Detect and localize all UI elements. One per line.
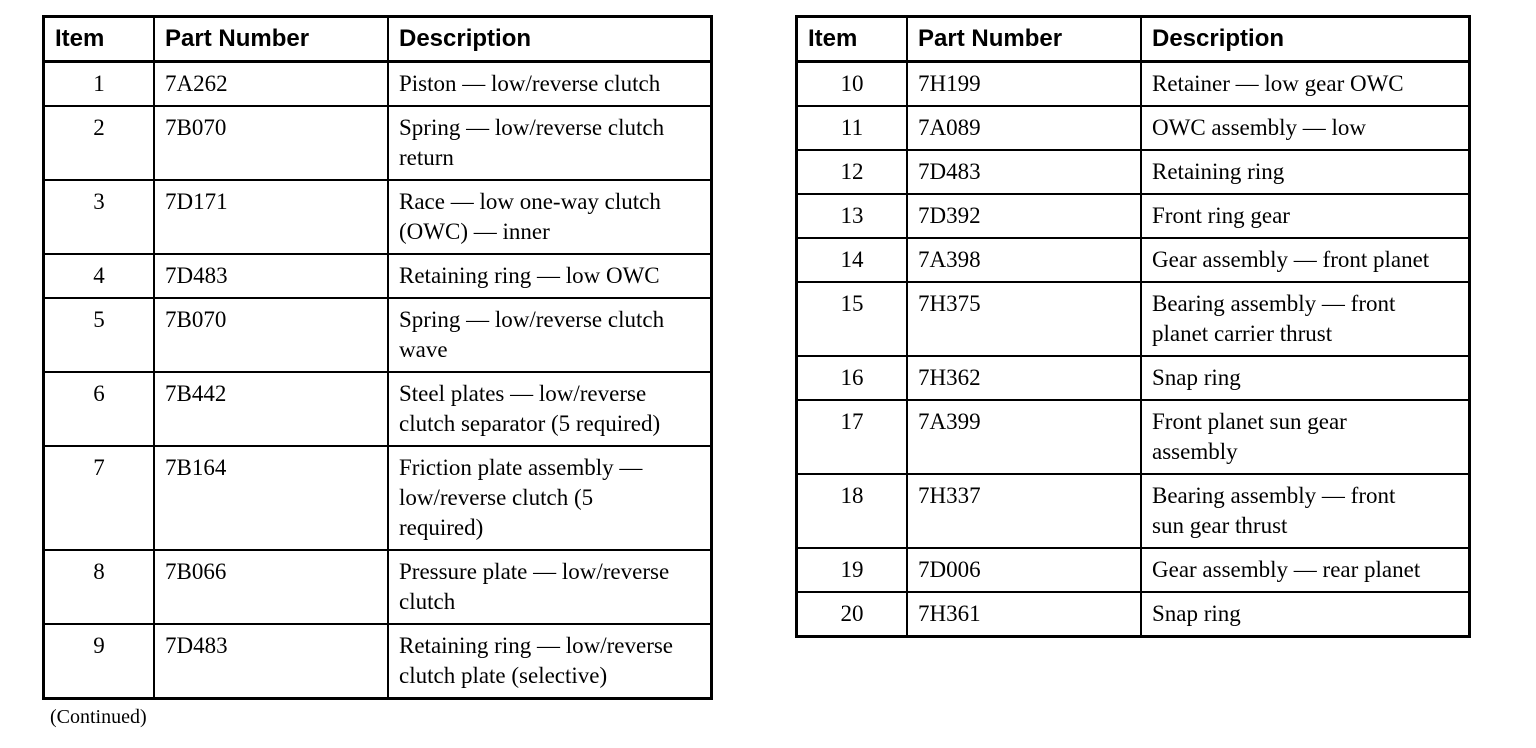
- parts-table-right-header: Item Part Number Description: [795, 15, 1471, 63]
- item-cell: 14: [795, 237, 908, 283]
- part-number-cell: 7H199: [906, 60, 1142, 107]
- parts-table-left-header: Item Part Number Description: [42, 15, 713, 63]
- part-number-cell: 7A398: [906, 237, 1142, 283]
- description-cell: Snap ring: [1140, 591, 1471, 638]
- description-cell: Retainer — low gear OWC: [1140, 60, 1471, 107]
- item-cell: 18: [795, 473, 908, 549]
- column-header-description: Description: [1140, 15, 1471, 63]
- description-cell: Gear assembly — rear planet: [1140, 547, 1471, 593]
- part-number-cell: 7D483: [153, 623, 389, 700]
- item-cell: 12: [795, 149, 908, 195]
- item-cell: 2: [42, 105, 155, 181]
- description-cell: Pressure plate — low/reverse clutch: [387, 549, 713, 625]
- item-cell: 11: [795, 105, 908, 151]
- item-cell: 17: [795, 399, 908, 475]
- description-cell: Spring — low/reverse clutch wave: [387, 297, 713, 373]
- header-row: Item Part Number Description: [42, 15, 713, 63]
- continued-note: (Continued): [50, 706, 147, 728]
- item-cell: 16: [795, 355, 908, 401]
- part-number-cell: 7D483: [153, 253, 389, 299]
- part-number-cell: 7D483: [906, 149, 1142, 195]
- part-number-cell: 7B164: [153, 445, 389, 551]
- description-cell: Friction plate assembly — low/reverse cl…: [387, 445, 713, 551]
- item-cell: 20: [795, 591, 908, 638]
- part-number-cell: 7A089: [906, 105, 1142, 151]
- item-cell: 4: [42, 253, 155, 299]
- item-cell: 19: [795, 547, 908, 593]
- column-header-item: Item: [42, 15, 155, 63]
- item-cell: 15: [795, 281, 908, 357]
- description-cell: Spring — low/reverse clutch return: [387, 105, 713, 181]
- description-cell: Front ring gear: [1140, 193, 1471, 239]
- part-number-cell: 7H362: [906, 355, 1142, 401]
- part-number-cell: 7H375: [906, 281, 1142, 357]
- description-cell: Gear assembly — front planet: [1140, 237, 1471, 283]
- column-header-part-number: Part Number: [906, 15, 1142, 63]
- description-cell: Retaining ring — low OWC: [387, 253, 713, 299]
- item-cell: 1: [42, 60, 155, 107]
- part-number-cell: 7D392: [906, 193, 1142, 239]
- item-cell: 3: [42, 179, 155, 255]
- item-cell: 5: [42, 297, 155, 373]
- description-cell: Retaining ring: [1140, 149, 1471, 195]
- item-cell: 13: [795, 193, 908, 239]
- description-cell: Race — low one-way clutch (OWC) — inner: [387, 179, 713, 255]
- column-header-item: Item: [795, 15, 908, 63]
- item-cell: 8: [42, 549, 155, 625]
- part-number-cell: 7A262: [153, 60, 389, 107]
- description-cell: Bearing assembly — front sun gear thrust: [1140, 473, 1471, 549]
- column-header-description: Description: [387, 15, 713, 63]
- description-cell: Steel plates — low/reverse clutch separa…: [387, 371, 713, 447]
- part-number-cell: 7A399: [906, 399, 1142, 475]
- item-cell: 6: [42, 371, 155, 447]
- description-cell: Bearing assembly — front planet carrier …: [1140, 281, 1471, 357]
- part-number-cell: 7B070: [153, 297, 389, 373]
- description-cell: Snap ring: [1140, 355, 1471, 401]
- item-cell: 7: [42, 445, 155, 551]
- column-header-part-number: Part Number: [153, 15, 389, 63]
- part-number-cell: 7D171: [153, 179, 389, 255]
- part-number-cell: 7H361: [906, 591, 1142, 638]
- part-number-cell: 7B070: [153, 105, 389, 181]
- item-cell: 10: [795, 60, 908, 107]
- part-number-cell: 7B066: [153, 549, 389, 625]
- header-row: Item Part Number Description: [795, 15, 1471, 63]
- part-number-cell: 7H337: [906, 473, 1142, 549]
- item-cell: 9: [42, 623, 155, 700]
- part-number-cell: 7B442: [153, 371, 389, 447]
- description-cell: OWC assembly — low: [1140, 105, 1471, 151]
- description-cell: Front planet sun gear assembly: [1140, 399, 1471, 475]
- description-cell: Retaining ring — low/reverse clutch plat…: [387, 623, 713, 700]
- description-cell: Piston — low/reverse clutch: [387, 60, 713, 107]
- part-number-cell: 7D006: [906, 547, 1142, 593]
